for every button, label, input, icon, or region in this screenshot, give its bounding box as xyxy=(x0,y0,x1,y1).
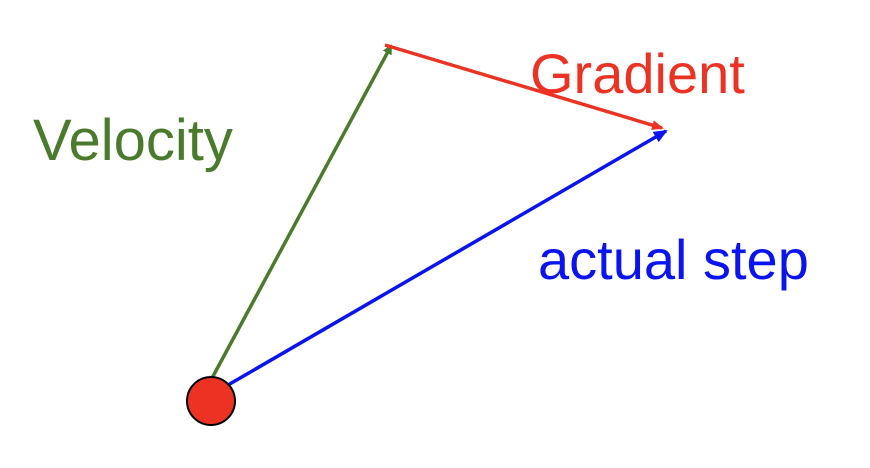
actual-step-label: actual step xyxy=(538,228,809,291)
actual-step-arrow xyxy=(227,129,668,387)
velocity-arrow xyxy=(209,44,393,381)
start-point xyxy=(186,376,236,426)
gradient-label: Gradient xyxy=(530,42,745,105)
gradient-arrow xyxy=(384,43,664,130)
velocity-label: Velocity xyxy=(33,108,233,173)
